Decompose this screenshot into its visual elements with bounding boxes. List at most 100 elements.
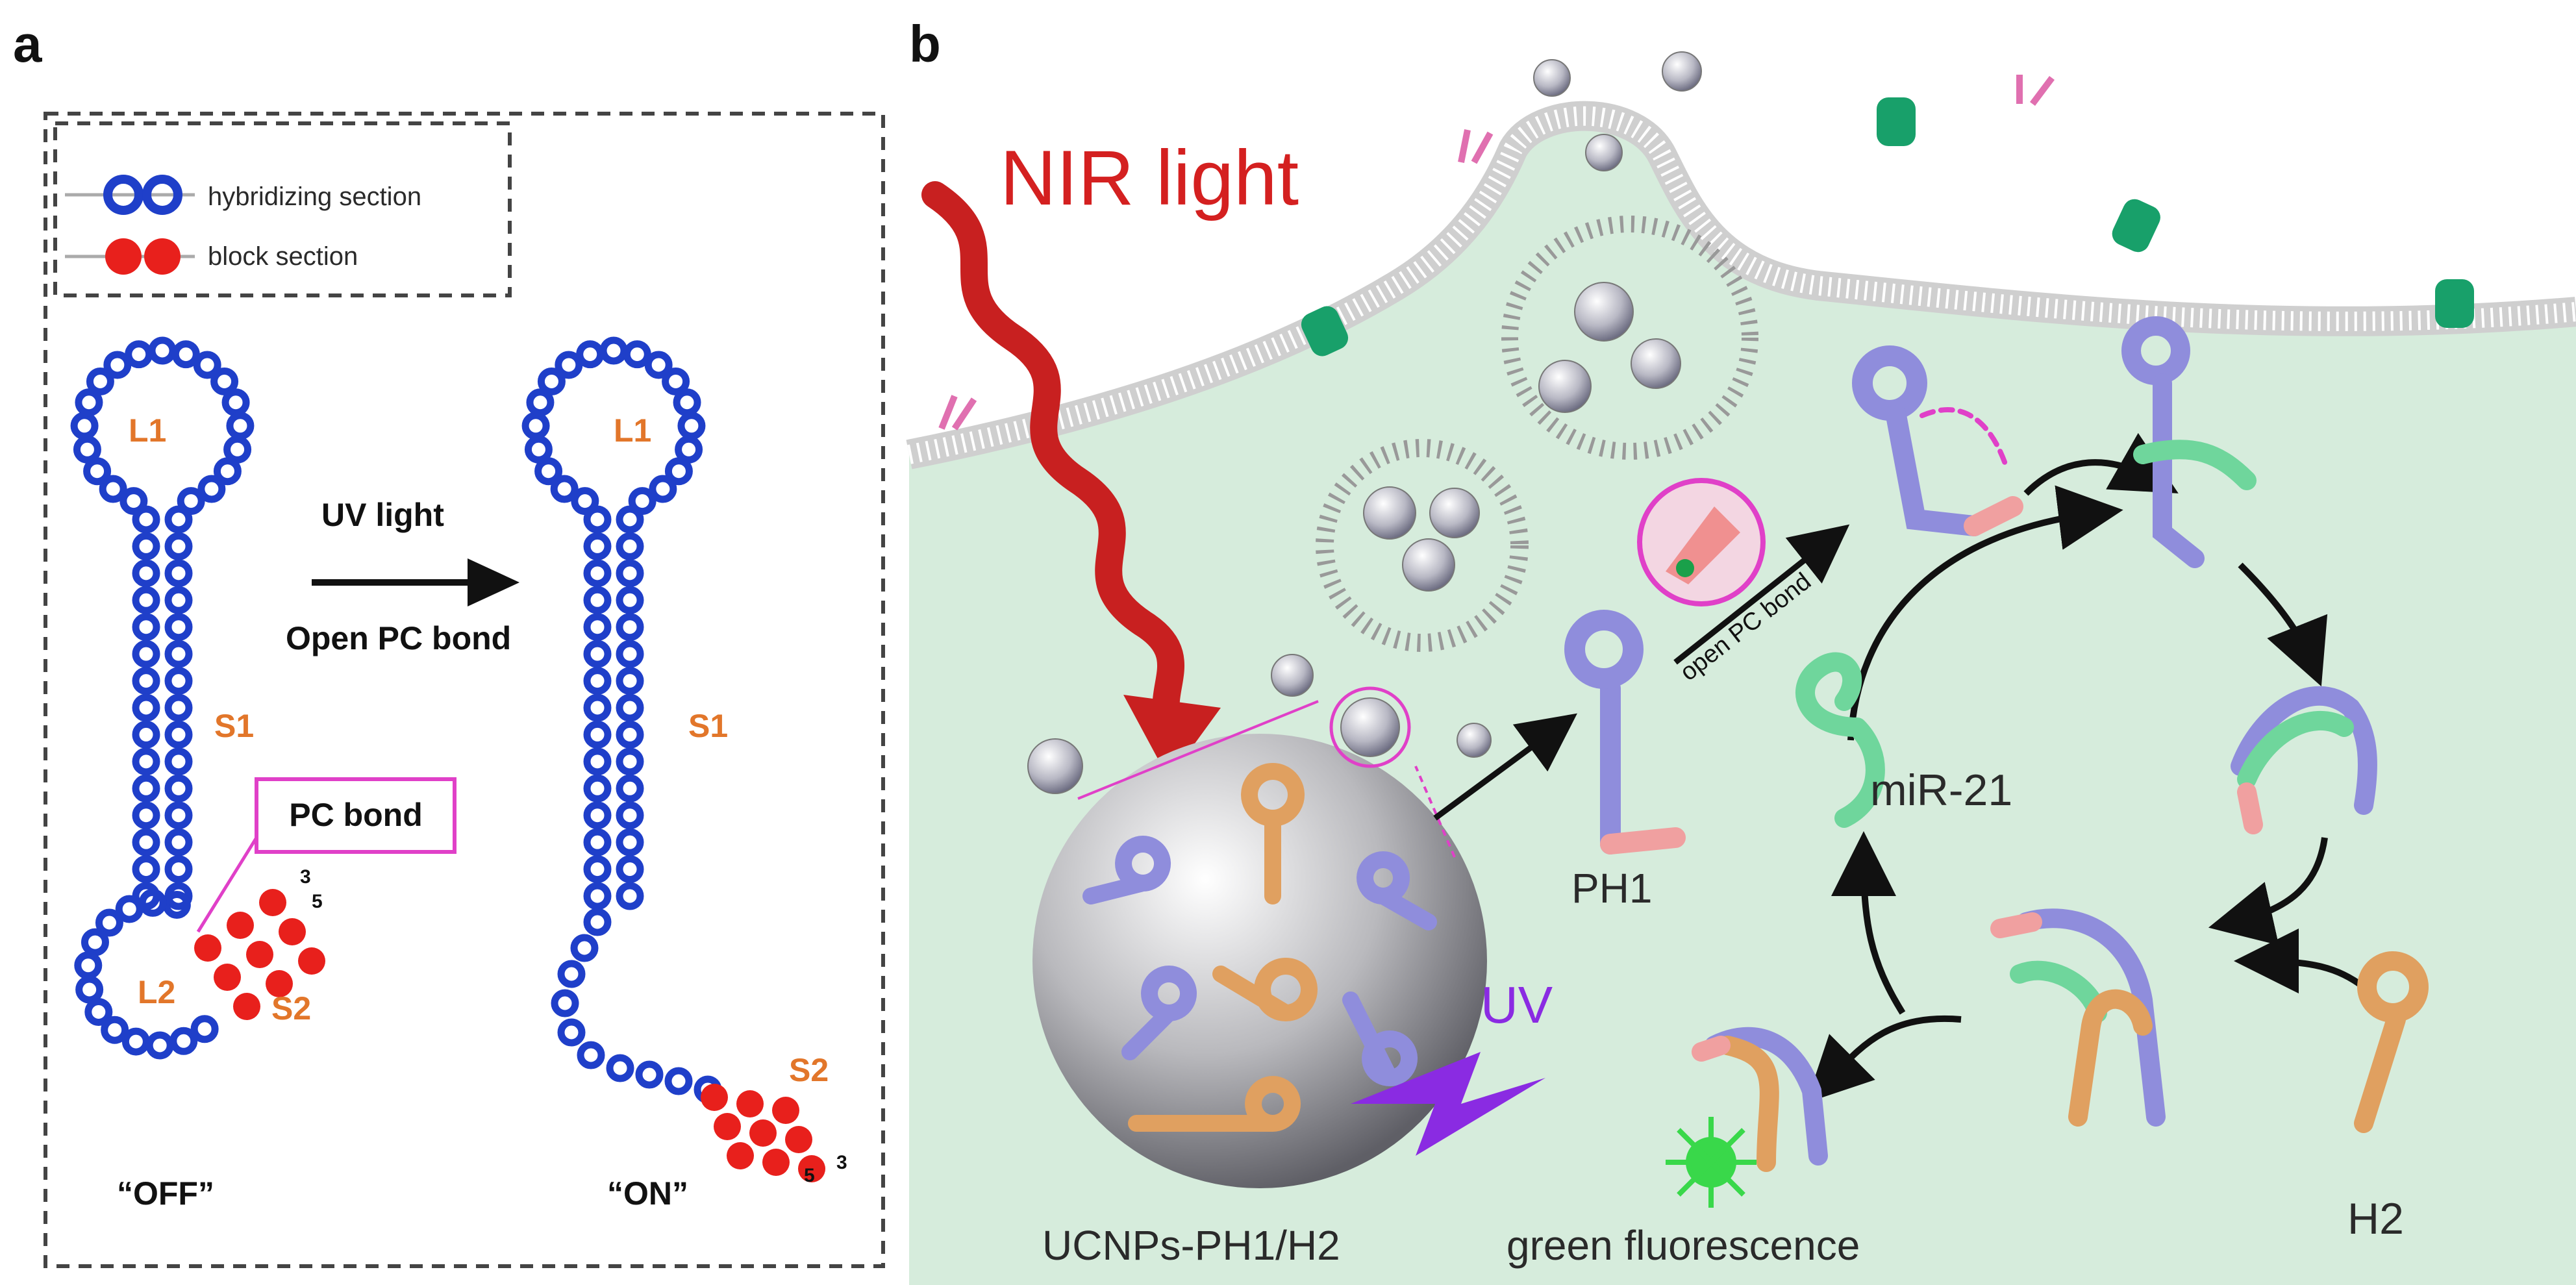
- off-stem-bead: [132, 801, 160, 830]
- opened-ph1-stem: [1886, 405, 1984, 536]
- on-stem-bead: [616, 559, 644, 588]
- opened-ph1-block: [1964, 496, 2023, 536]
- on-loop1-bead: [649, 475, 677, 503]
- on-stem-bead: [616, 855, 644, 884]
- on-stem-bead: [583, 505, 612, 534]
- off-loop2-bead: [115, 895, 144, 923]
- off-stem-label: S1: [214, 708, 254, 744]
- off-loop1-bead: [171, 340, 200, 369]
- off-loop2-bead: [101, 1016, 129, 1044]
- fluorescence-burst: [1666, 1117, 1757, 1208]
- on-block-bead: [727, 1142, 754, 1169]
- off-loop1-label: L1: [129, 412, 166, 449]
- off-loop2-bead: [75, 975, 104, 1004]
- complex3-orange: [2068, 989, 2153, 1127]
- off-loop1-bead: [103, 351, 132, 379]
- off-block-bead: [259, 889, 286, 916]
- complex2-purple: [2231, 686, 2377, 815]
- on-loop1-bead: [534, 457, 563, 486]
- on-block-bead: [798, 1155, 825, 1182]
- on-stem-bead: [583, 693, 612, 722]
- on-loop1-bead: [524, 435, 553, 464]
- nanoparticle: [1363, 486, 1416, 540]
- on-loop1-bead: [526, 388, 555, 417]
- channel-protein-1: [1301, 306, 1349, 356]
- sphere-ph1-4: [1357, 851, 1437, 930]
- off-block-bead: [194, 934, 221, 962]
- complex1-green: [2133, 440, 2257, 490]
- opened-ph1: [1852, 345, 2023, 536]
- off-loop2-label: L2: [138, 974, 175, 1010]
- arrow-cycle-5: [1831, 831, 1906, 1015]
- on-stem-bead: [583, 640, 612, 668]
- arrow-sphere-to-ph1: [1433, 713, 1577, 821]
- sphere-h2-3: [1128, 1076, 1301, 1132]
- channel-protein-2: [1877, 97, 1916, 146]
- on-loop1-bead: [623, 340, 651, 369]
- sphere-ph1-1: [1082, 836, 1171, 904]
- complex1-purple: [2153, 373, 2205, 568]
- off-loop2-bead: [95, 908, 123, 937]
- on-block-bead: [785, 1126, 812, 1153]
- on-tail-bead: [635, 1060, 664, 1089]
- arrow-h2-in: [2234, 929, 2366, 994]
- off-stem-bead: [132, 505, 160, 534]
- on-stem-bead: [616, 720, 644, 749]
- on-end-3: 3: [836, 1152, 847, 1173]
- nir-label: NIR light: [1000, 134, 1299, 221]
- off-stem-bead: [164, 613, 193, 642]
- mir21-label: miR-21: [1870, 766, 2012, 815]
- panel-a-frame: [44, 112, 885, 1268]
- off-loop1-bead: [70, 412, 99, 440]
- on-stem-bead: [583, 720, 612, 749]
- off-loop1-bead: [197, 475, 226, 503]
- off-stem-bead: [164, 559, 193, 588]
- nanoparticle: [1585, 134, 1623, 171]
- nanoparticle: [1574, 282, 1634, 342]
- pc-bond-pointer: [196, 836, 258, 933]
- on-tail-bead: [570, 934, 599, 962]
- on-stem-bead: [583, 667, 612, 695]
- off-loop1-bead: [223, 435, 252, 464]
- receptor-3: [2016, 75, 2055, 106]
- nanoparticle: [1533, 59, 1571, 97]
- off-loop1-bead: [213, 457, 242, 486]
- off-loop1-bead: [125, 340, 153, 369]
- membrane-receptors: [938, 75, 2055, 430]
- off-loop1-bead: [177, 487, 205, 516]
- on-stem-bead: [583, 747, 612, 776]
- on-stem-bead: [583, 586, 612, 614]
- nanoparticle: [1662, 51, 1702, 92]
- on-loop1-bead: [675, 435, 703, 464]
- legend-label-hybridizing: hybridizing section: [208, 182, 421, 211]
- on-loop1-bead: [644, 351, 673, 379]
- off-stem-bead: [164, 801, 193, 830]
- on-stem-bead: [616, 505, 644, 534]
- on-block-bead: [714, 1113, 741, 1140]
- burst-ray-4: [1677, 1128, 1745, 1197]
- legend-bead-hybridizing-2: [142, 175, 182, 215]
- sphere-ph1-3: [1342, 992, 1418, 1086]
- on-stem-bead: [616, 747, 644, 776]
- nanoparticle: [1457, 723, 1492, 758]
- sphere-h2-2: [1212, 958, 1318, 1021]
- off-stem-bead: [164, 720, 193, 749]
- off-stem-bead: [132, 693, 160, 722]
- sphere-h2-1: [1241, 763, 1305, 904]
- uv-arrow-head: [468, 558, 519, 606]
- off-block-bead: [266, 970, 293, 997]
- uv-bolt: [1351, 1052, 1545, 1156]
- on-stem-bead: [583, 828, 612, 856]
- on-loop1-bead: [576, 340, 605, 369]
- off-loop2-bead: [138, 888, 167, 917]
- on-tail-bead: [577, 1041, 605, 1069]
- complex1-loop: [2121, 316, 2190, 385]
- on-stem-bead: [616, 801, 644, 830]
- on-stem-bead: [616, 667, 644, 695]
- legend-bead-block-1: [105, 238, 142, 275]
- panel-b: b NIR light: [906, 15, 2576, 1285]
- off-loop2-bead: [84, 997, 113, 1026]
- on-tail-bead: [551, 989, 579, 1017]
- off-loop2-bead: [190, 1015, 219, 1043]
- on-tail-bead: [606, 1054, 634, 1082]
